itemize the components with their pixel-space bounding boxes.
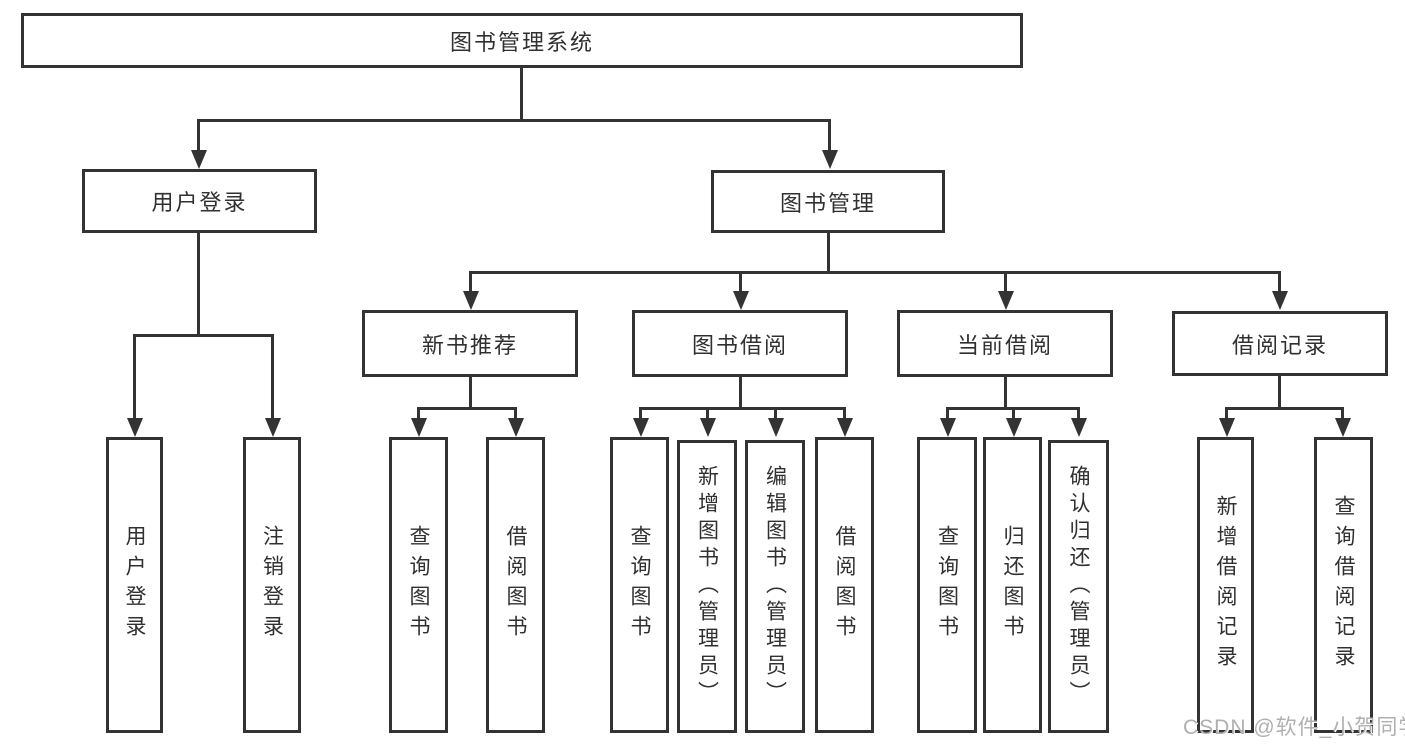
leaf-user-login: 用户登录 <box>106 437 163 733</box>
connector-m4-leaf1-drop <box>1225 407 1228 420</box>
connector-m1-leaf1-drop <box>417 407 420 420</box>
arrow-m3-leaf3 <box>1071 418 1087 437</box>
connector-module2-drop <box>739 271 742 293</box>
leaf-m2-search-book: 查询图书 <box>610 437 669 733</box>
root-node-library-management-system: 图书管理系统 <box>21 13 1023 68</box>
csdn-watermark: CSDN @软件_小贺同学 <box>1183 716 1405 739</box>
connector-book-mgmt-drop <box>828 119 831 151</box>
connector-module2-down <box>739 377 742 410</box>
connector-module1-down <box>469 377 472 410</box>
arrow-m3-leaf2 <box>1006 418 1022 437</box>
connector-module2-rail <box>639 407 846 410</box>
arrow-m2-leaf4 <box>837 418 853 437</box>
module-current-borrow: 当前借阅 <box>897 310 1113 377</box>
connector-user-login-drop <box>197 119 200 151</box>
module-book-borrow: 图书借阅 <box>632 310 848 377</box>
leaf-m1-borrow-book: 借阅图书 <box>486 437 545 733</box>
arrow-to-module-new-book <box>463 291 479 310</box>
connector-m2-leaf1-drop <box>639 407 642 420</box>
leaf-m2-edit-book-admin: 编辑图书（管理员） <box>745 440 805 733</box>
leaf-m2-borrow-book: 借阅图书 <box>815 437 874 733</box>
leaf-m1-search-book: 查询图书 <box>389 437 448 733</box>
connector-leaf-login-drop <box>133 334 136 420</box>
arrow-m1-leaf1 <box>411 418 427 437</box>
connector-m3-leaf2-drop <box>1012 407 1015 420</box>
arrow-m3-leaf1 <box>940 418 956 437</box>
arrow-m2-leaf3 <box>768 418 784 437</box>
connector-leaf-logout-drop <box>271 334 274 420</box>
connector-m2-leaf3-drop <box>774 407 777 420</box>
leaf-m4-add-borrow-record: 新增借阅记录 <box>1197 437 1254 733</box>
connector-module4-rail <box>1225 407 1343 410</box>
connector-root-drop <box>520 68 523 122</box>
arrow-to-leaf-login <box>127 418 143 437</box>
connector-module4-down <box>1278 376 1281 410</box>
connector-m3-leaf1-drop <box>946 407 949 420</box>
arrow-m4-leaf2 <box>1335 418 1351 437</box>
arrow-to-module-current-borrow <box>998 291 1014 310</box>
leaf-m2-add-book-admin: 新增图书（管理员） <box>677 440 737 733</box>
arrow-m4-leaf1 <box>1219 418 1235 437</box>
connector-book-mgmt-down <box>827 233 830 274</box>
connector-modules-rail <box>469 271 1280 274</box>
arrow-to-leaf-logout <box>265 418 281 437</box>
connector-m4-leaf2-drop <box>1341 407 1344 420</box>
branch-user-login: 用户登录 <box>82 169 317 233</box>
arrow-m1-leaf2 <box>508 418 524 437</box>
arrow-to-book-mgmt <box>822 150 838 169</box>
connector-module4-drop <box>1278 271 1281 293</box>
connector-root-rail <box>197 119 831 122</box>
leaf-m3-confirm-return-admin: 确认归还（管理员） <box>1048 440 1109 733</box>
connector-module3-drop <box>1004 271 1007 293</box>
connector-m2-leaf4-drop <box>843 407 846 420</box>
connector-module1-drop <box>469 271 472 293</box>
module-borrow-record: 借阅记录 <box>1172 311 1388 376</box>
connector-user-login-rail <box>133 334 274 337</box>
connector-m2-leaf2-drop <box>706 407 709 420</box>
arrow-m2-leaf1 <box>633 418 649 437</box>
connector-module1-rail <box>417 407 517 410</box>
arrow-to-module-borrow-record <box>1272 291 1288 310</box>
leaf-m4-search-borrow-record: 查询借阅记录 <box>1314 437 1373 733</box>
connector-user-login-down <box>197 233 200 337</box>
arrow-m2-leaf2 <box>700 418 716 437</box>
leaf-m3-return-book: 归还图书 <box>983 437 1042 733</box>
arrow-to-user-login <box>191 150 207 169</box>
arrow-to-module-book-borrow <box>733 291 749 310</box>
connector-m3-leaf3-drop <box>1077 407 1080 420</box>
connector-module3-down <box>1004 377 1007 410</box>
branch-book-mgmt: 图书管理 <box>711 170 945 233</box>
leaf-m3-search-book: 查询图书 <box>917 437 977 733</box>
connector-m1-leaf2-drop <box>514 407 517 420</box>
module-new-book-recommend: 新书推荐 <box>362 310 578 377</box>
leaf-logout: 注销登录 <box>243 437 301 733</box>
